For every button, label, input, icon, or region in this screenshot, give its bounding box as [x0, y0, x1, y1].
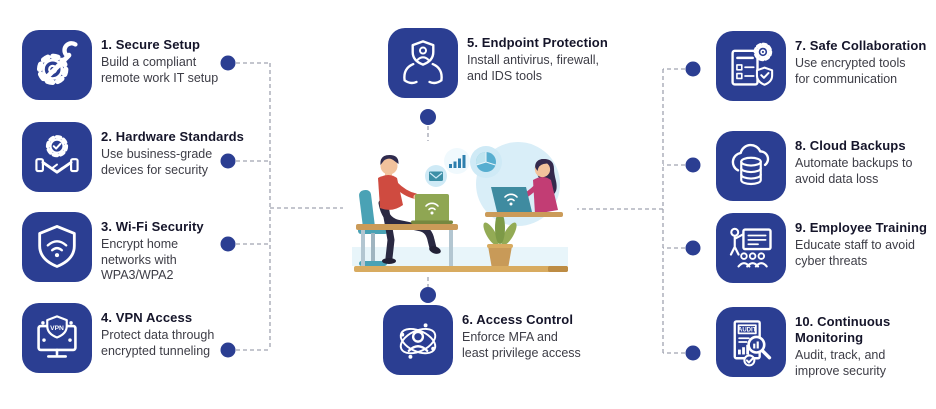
step-desc: Educate staff to avoid cyber threats — [795, 238, 915, 268]
step-desc: Use encrypted tools for communication — [795, 56, 906, 86]
step-desc: Build a compliant remote work IT setup — [101, 55, 219, 85]
step-desc: Install antivirus, firewall, and IDS too… — [467, 53, 599, 83]
connector-dot — [685, 157, 701, 173]
connector-dot — [685, 240, 701, 256]
step-desc: Enforce MFA and least privilege access — [462, 330, 581, 360]
man-desk — [356, 224, 458, 266]
floor — [352, 247, 568, 272]
connector-dot — [685, 345, 701, 361]
step-desc: Encrypt home networks with WPA3/WPA2 — [101, 237, 179, 282]
wifi-icon — [504, 193, 518, 206]
handshake-gear-icon — [22, 122, 92, 192]
shield-wifi-icon — [22, 212, 92, 282]
email-icon — [429, 171, 443, 181]
audit-magnifier-icon: AUDIT — [716, 307, 786, 377]
step-title: 4. VPN Access — [101, 310, 193, 325]
step-item-10: AUDIT 10. Continuous Monitoring Audit, t… — [716, 307, 936, 379]
step-desc: Protect data through encrypted tunneling — [101, 328, 215, 358]
step-desc: Automate backups to avoid data loss — [795, 156, 913, 186]
step-item-2: 2. Hardware Standards Use business-grade… — [22, 122, 251, 192]
step-item-3: 3. Wi-Fi Security Encrypt home networks … — [22, 212, 251, 284]
potted-plant — [483, 212, 517, 266]
user-orbit-icon — [383, 305, 453, 375]
step-item-6: 6. Access Control Enforce MFA and least … — [383, 305, 630, 375]
step-item-9: 9. Employee Training Educate staff to av… — [716, 213, 936, 283]
step-item-1: 1. Secure Setup Build a compliant remote… — [22, 30, 251, 100]
gear-wrench-icon — [22, 30, 92, 100]
step-item-4: VPN 4. VPN Access Protect data through e… — [22, 303, 251, 373]
step-title: 2. Hardware Standards — [101, 129, 244, 144]
woman-desk — [485, 212, 563, 217]
audit-label: AUDIT — [738, 327, 757, 333]
pie-chart-bubble — [470, 146, 502, 178]
office-chair — [358, 189, 388, 266]
step-title: 9. Employee Training — [795, 220, 928, 235]
step-desc: Use business-grade devices for security — [101, 147, 213, 177]
connector-dot — [420, 109, 436, 125]
connector-dot — [685, 61, 701, 77]
vpn-label: VPN — [50, 325, 64, 332]
bar-chart-bubble — [444, 148, 470, 174]
step-title: 10. Continuous Monitoring — [795, 314, 891, 345]
step-item-7: 7. Safe Collaboration Use encrypted tool… — [716, 31, 936, 101]
step-title: 8. Cloud Backups — [795, 138, 906, 153]
woman-figure — [517, 159, 558, 214]
email-bubble — [425, 165, 447, 187]
woman-laptop — [491, 187, 532, 212]
step-title: 5. Endpoint Protection — [467, 35, 608, 50]
vpn-monitor-icon: VPN — [22, 303, 92, 373]
remote-work-illustration — [352, 142, 568, 272]
cloud-database-icon — [716, 131, 786, 201]
document-gear-shield-icon — [716, 31, 786, 101]
wifi-icon — [425, 202, 439, 215]
step-desc: Audit, track, and improve security — [795, 348, 886, 378]
step-item-5: 5. Endpoint Protection Install antivirus… — [388, 28, 635, 98]
left-bracket-line — [236, 62, 343, 351]
step-title: 3. Wi-Fi Security — [101, 219, 204, 234]
hands-shield-icon — [388, 28, 458, 98]
man-laptop — [411, 194, 453, 224]
connector-dot — [420, 287, 436, 303]
step-title: 1. Secure Setup — [101, 37, 201, 52]
step-title: 6. Access Control — [462, 312, 574, 327]
step-item-8: 8. Cloud Backups Automate backups to avo… — [716, 131, 936, 201]
trainer-board-icon — [716, 213, 786, 283]
step-title: 7. Safe Collaboration — [795, 38, 927, 53]
bar-chart-icon — [449, 155, 466, 168]
